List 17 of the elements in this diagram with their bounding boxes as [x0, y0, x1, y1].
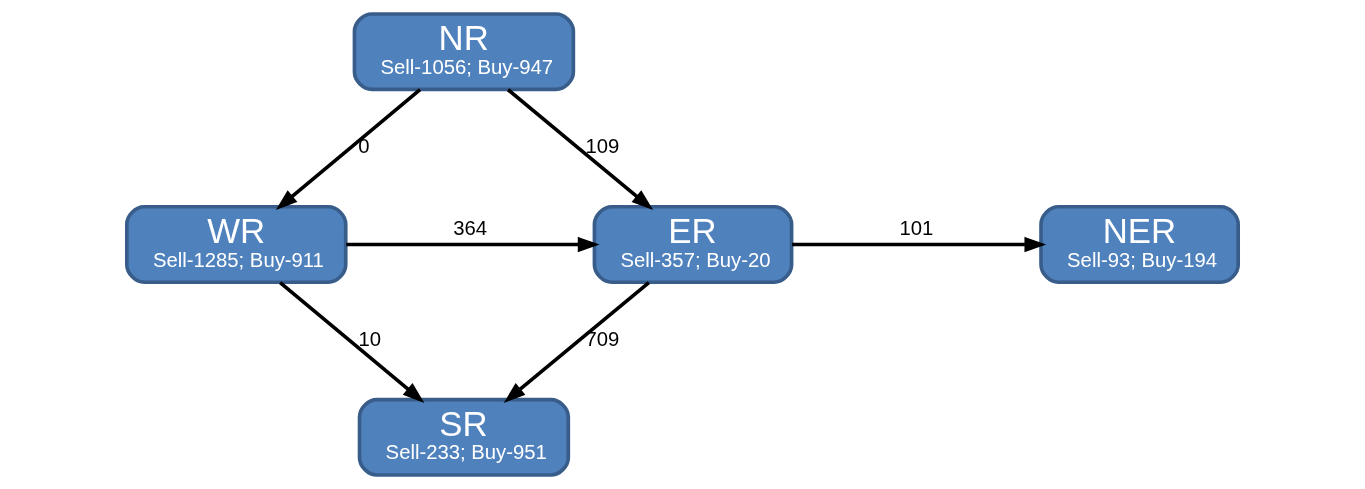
arrow: [506, 88, 654, 211]
arrow: [275, 88, 422, 211]
edge-label: 101: [899, 216, 934, 239]
arrow: [346, 236, 600, 253]
edge-label: 10: [358, 328, 381, 351]
arrow: [792, 236, 1047, 253]
node-box: ER Sell-357; Buy-20: [592, 205, 794, 284]
edge-label: 0: [358, 135, 370, 158]
edge-label: 364: [453, 216, 487, 239]
node-box: WR Sell-1285; Buy-911: [125, 205, 348, 284]
edge-label: 109: [585, 135, 620, 158]
arrow: [503, 281, 650, 403]
node-box: NER Sell-93; Buy-194: [1039, 205, 1240, 284]
node-box: NR Sell-1056; Buy-947: [352, 12, 576, 92]
edge-label: 709: [585, 328, 620, 351]
node-box: SR Sell-233; Buy-951: [357, 397, 571, 477]
arrow: [279, 281, 425, 403]
